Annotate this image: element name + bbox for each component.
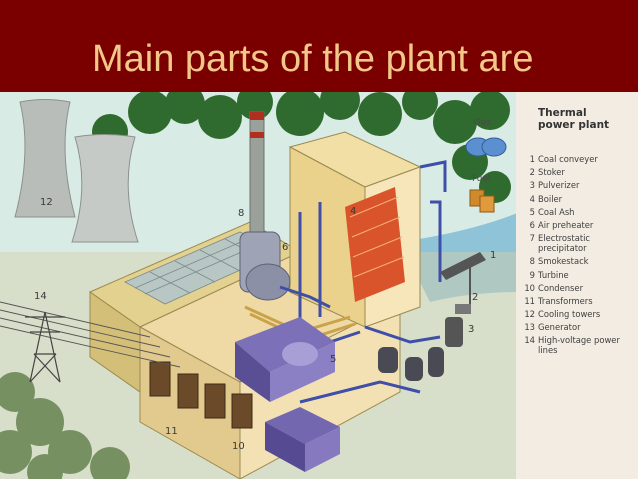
fuel-label: Fuel — [472, 174, 491, 184]
callout-11: 11 — [165, 426, 178, 437]
condenser — [265, 407, 340, 472]
legend-title-line1: Thermal — [538, 107, 587, 119]
fuel-icon — [469, 189, 495, 213]
callout-3: 3 — [468, 324, 474, 335]
power-lines — [0, 301, 181, 368]
coal-conveyer — [440, 252, 486, 314]
legend-title-line2: power plant — [538, 119, 610, 131]
callout-5: 5 — [330, 354, 336, 365]
legend-item-number: 5 — [529, 206, 535, 217]
legend-item-number: 7 — [529, 233, 535, 244]
turbine-generator — [235, 317, 335, 402]
gas-icon — [465, 137, 507, 157]
title-bar: Main parts of the plant are — [0, 0, 638, 92]
legend-item-number: 13 — [524, 322, 535, 333]
legend-item-label: Generator — [538, 322, 581, 333]
legend-item-label: Air preheater — [538, 219, 594, 230]
cooling-towers — [14, 99, 139, 243]
callout-12: 12 — [40, 197, 53, 208]
smokestack — [249, 111, 265, 263]
legend-item-number: 6 — [529, 219, 535, 230]
callout-10: 10 — [232, 441, 245, 452]
legend-item-number: 10 — [524, 282, 535, 293]
legend-item-number: 8 — [529, 256, 535, 267]
legend-item-label: Turbine — [538, 269, 569, 280]
legend-item-number: 2 — [529, 167, 535, 178]
callout-6: 6 — [282, 242, 288, 253]
callout-4: 4 — [350, 206, 356, 217]
precipitator — [239, 231, 291, 301]
legend-item-number: 12 — [524, 309, 535, 320]
legend-item-label: High-voltage power lines — [538, 335, 620, 356]
tree-cluster-left — [0, 372, 130, 479]
legend-item-label: Smokestack — [538, 256, 589, 267]
legend-item-label: Electrostatic precipitator — [538, 233, 591, 254]
tanks — [378, 347, 444, 381]
legend-item-label: Boiler — [538, 193, 563, 204]
legend-item-label: Coal conveyer — [538, 154, 598, 164]
legend-item-number: 1 — [529, 154, 535, 164]
callout-8: 8 — [238, 208, 244, 219]
legend-item-number: 11 — [524, 295, 535, 306]
legend-item-number: 14 — [524, 335, 535, 346]
callout-1: 1 — [490, 250, 496, 261]
callout-2: 2 — [472, 292, 478, 303]
pylon — [25, 311, 65, 383]
gas-label: Gas — [474, 118, 492, 128]
legend-item-label: Pulverizer — [538, 180, 580, 191]
legend-item-number: 9 — [529, 269, 535, 280]
transformers — [149, 361, 253, 429]
plant-illustration: 1 2 3 4 5 6 8 10 11 12 14 — [0, 92, 520, 479]
legend-item-label: Coal Ash — [538, 206, 575, 217]
legend-item-label: Cooling towers — [538, 309, 601, 320]
slide-title: Main parts of the plant are — [92, 38, 534, 80]
river — [400, 212, 520, 302]
legend-title: Thermal power plant — [538, 107, 633, 131]
legend-item-number: 4 — [529, 193, 535, 204]
legend-item-label: Stoker — [538, 167, 565, 178]
callout-14: 14 — [34, 291, 47, 302]
pulverizer — [445, 317, 463, 347]
legend-item-label: Condenser — [538, 282, 584, 293]
boiler — [288, 131, 422, 328]
legend-item-number: 3 — [529, 180, 535, 191]
legend-item-label: Transformers — [538, 295, 593, 306]
